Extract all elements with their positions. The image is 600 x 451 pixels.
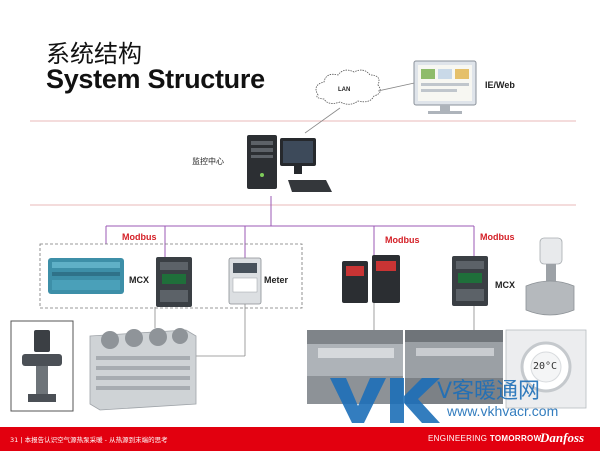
mcx-label-right: MCX — [495, 280, 515, 290]
lan-label: LAN — [338, 87, 351, 93]
meter-label: Meter — [264, 275, 289, 285]
thermostat-reading: 20°C — [533, 361, 558, 372]
thermostat-photo — [505, 329, 587, 409]
page-title-en: System Structure — [46, 64, 265, 94]
footer-tagline-bold: TOMORROW — [489, 434, 542, 443]
duct-photo-2 — [405, 330, 503, 404]
valve-photo-icon — [10, 320, 74, 412]
danfoss-logo: Danfoss — [540, 430, 585, 445]
lan-cloud-icon — [315, 69, 381, 105]
drive-controllers-icon — [342, 255, 400, 303]
page-title-cn: 系统结构 — [46, 40, 142, 68]
modbus-label-middle: Modbus — [385, 235, 420, 245]
duct-photo-1 — [307, 330, 403, 404]
mcx-controller-right-icon — [452, 256, 488, 306]
vk-watermark-logo — [330, 378, 440, 423]
chiller-unit-icon — [89, 328, 197, 411]
footer-tagline: ENGINEERING TOMORROW — [428, 434, 541, 443]
mcx-group-box — [39, 243, 303, 309]
web-monitor-icon — [413, 60, 477, 114]
mcx-label-left: MCX — [129, 275, 149, 285]
watermark-brand: V客暖通网 — [437, 379, 541, 404]
watermark-url: www.vkhvacr.com — [447, 403, 559, 419]
control-center-label: 监控中心 — [192, 157, 224, 166]
control-center-pc-icon — [247, 135, 332, 192]
meter-icon — [228, 257, 262, 305]
footer-bar — [0, 427, 600, 451]
ieweb-label: IE/Web — [485, 80, 515, 90]
footer-page-text: 31 | 本报告认识空气源热泵采暖 - 从热源到末端的思考 — [10, 436, 168, 444]
modbus-label-right: Modbus — [480, 232, 515, 242]
mcx-controller-left-icon — [156, 257, 192, 307]
actuator-valve-icon — [525, 237, 575, 316]
modbus-label-left: Modbus — [122, 232, 157, 242]
teal-controller-icon — [48, 258, 124, 294]
footer-tagline-light: ENGINEERING — [428, 434, 490, 443]
lan-to-center-link — [304, 107, 341, 134]
